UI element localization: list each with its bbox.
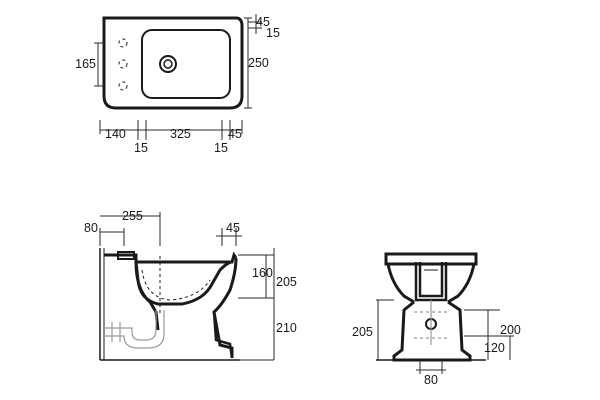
- dim-top-right-15: 15: [266, 26, 280, 40]
- front-view: 205 200 120 80: [352, 252, 521, 387]
- drain-hole-inner: [163, 59, 173, 69]
- dim-front-205: 205: [352, 325, 373, 339]
- dim-bottom-45: 45: [228, 127, 242, 141]
- side-bowl-shell: [134, 257, 238, 358]
- dim-bottom-325: 325: [170, 127, 191, 141]
- tap-hole-top: [118, 38, 128, 48]
- side-rim: [104, 251, 238, 264]
- front-siphon: [414, 262, 448, 302]
- dim-front-200: 200: [500, 323, 521, 337]
- dim-side-210: 210: [276, 321, 297, 335]
- top-view: 165 250 45 15 140 325 45 15 15: [75, 14, 280, 155]
- dim-top-height-250: 250: [248, 56, 269, 70]
- side-bowl-inner: [141, 269, 211, 301]
- tap-hole-bottom: [118, 81, 128, 91]
- tap-hole-middle: [118, 59, 128, 69]
- front-pedestal: [392, 300, 472, 362]
- dim-side-255: 255: [122, 209, 143, 223]
- front-upper-body: [386, 263, 476, 304]
- top-view-basin: [141, 29, 231, 99]
- front-rim: [384, 252, 478, 266]
- side-tap-block: [117, 251, 135, 260]
- dim-top-height-165: 165: [75, 57, 96, 71]
- dim-bottom-15-left: 15: [134, 141, 148, 155]
- side-view: 80 255 45 160 205 210: [84, 209, 297, 361]
- top-view-outline: [102, 16, 244, 110]
- dim-side-160: 160: [252, 266, 273, 280]
- dim-top-right-45: 45: [256, 15, 270, 29]
- dim-bottom-15-right: 15: [214, 141, 228, 155]
- drain-hole: [159, 55, 177, 73]
- dim-front-120: 120: [484, 341, 505, 355]
- dim-front-80: 80: [424, 373, 438, 387]
- dim-side-205: 205: [276, 275, 297, 289]
- dim-side-45: 45: [226, 221, 240, 235]
- side-trap: [104, 310, 165, 349]
- dim-side-80: 80: [84, 221, 98, 235]
- dim-bottom-140: 140: [105, 127, 126, 141]
